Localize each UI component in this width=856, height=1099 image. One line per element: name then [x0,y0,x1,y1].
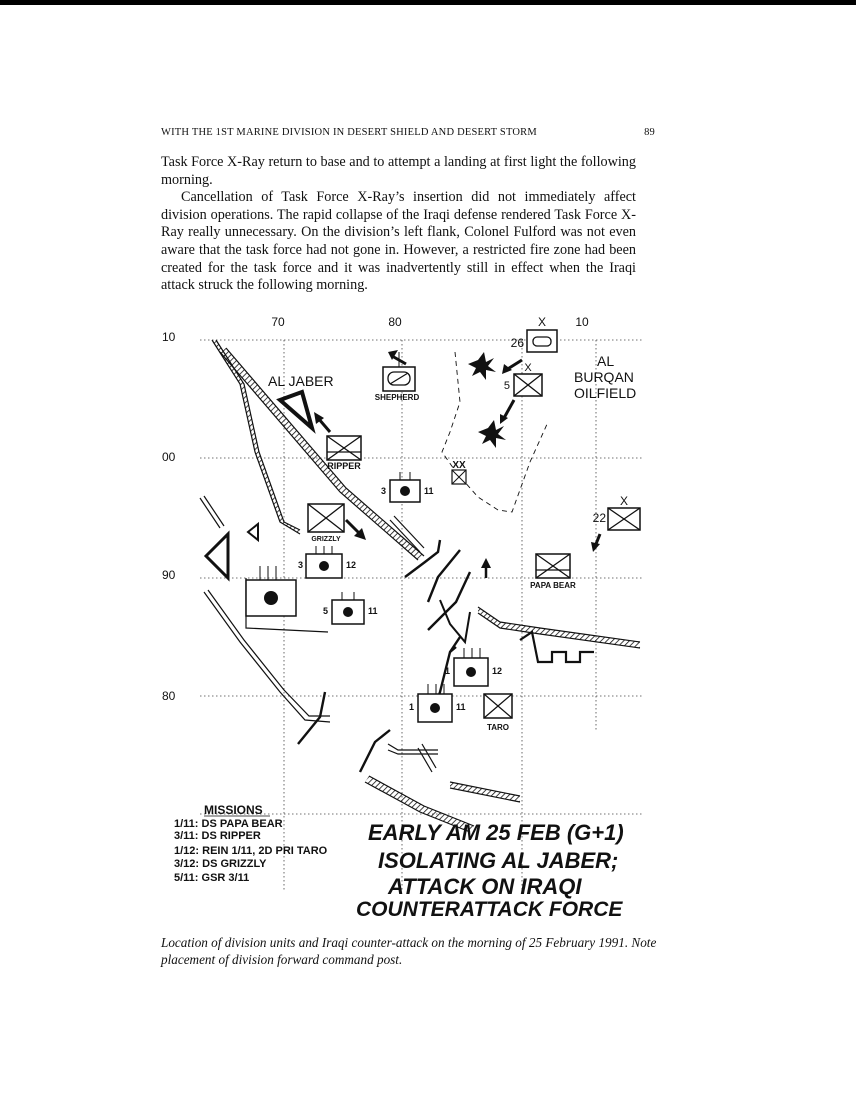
running-title: WITH THE 1ST MARINE DIVISION IN DESERT S… [161,127,537,138]
label-shepherd: SHEPHERD [375,393,420,402]
arrowhead-grizzly [354,528,366,540]
fort-triangle-3 [246,521,259,543]
artillery-5-11: 5 11 [323,592,378,625]
grid-label-70: 70 [271,315,285,329]
art-a1-right: 11 [424,486,434,496]
mission-1: 1/11: DS PAPA BEAR [174,818,283,830]
art-a1-left: 3 [381,486,386,496]
map-title-line-4: COUNTERATTACK FORCE [356,898,623,921]
art-a5-left: 1 [409,702,414,712]
grid-label-00: 00 [162,450,176,464]
running-head: WITH THE 1ST MARINE DIVISION IN DESERT S… [161,127,655,138]
echelon-xx: XX [452,460,466,471]
obstacle-lines [297,539,472,773]
label-grizzly: GRIZZLY [311,536,341,543]
missions-legend: MISSIONS 1/11: DS PAPA BEAR 3/11: DS RIP… [174,803,328,884]
unit-taro: TARO [483,693,513,732]
unit-shepherd: SHEPHERD [375,352,420,402]
unit-ripper: RIPPER [326,435,362,471]
figure-caption: Location of division units and Iraqi cou… [161,935,657,967]
command-post-26: X 26 [511,315,558,353]
arrowhead-unit5-b [500,414,508,424]
top-rule [0,0,856,5]
arrowhead-unit22 [591,542,600,552]
label-taro: TARO [487,723,509,732]
arrow-shepherd [391,354,407,366]
artillery-1-12: 1 12 [445,648,502,687]
missions-title: MISSIONS [204,803,263,817]
map-title-line-2: ISOLATING AL JABER; [378,848,618,873]
artillery-1-11: 1 11 [409,684,466,723]
label-ripper: RIPPER [327,461,361,471]
explosion-icon-1 [468,352,496,380]
mission-4: 3/12: DS GRIZZLY [174,858,267,870]
road-hatching [212,340,640,832]
paragraph-1: Task Force X-Ray return to base and to a… [161,154,636,188]
attack-line [439,599,471,645]
mission-3: 1/12: REIN 1/11, 2D PRI TARO [174,845,328,857]
grid-label-10-top: 10 [575,315,589,329]
unit-5: X 5 [504,362,543,397]
art-a3-right: 11 [368,606,378,616]
arrow-grizzly [344,518,362,536]
map-title-line-3: ATTACK ON IRAQI [387,874,582,899]
art-a2-right: 12 [346,560,356,570]
fort-triangle-1 [276,389,316,434]
defense-crenellation [519,630,594,664]
situation-map: 70 80 10 10 00 90 80 [162,315,642,921]
mission-5: 5/11: GSR 3/11 [174,872,249,884]
page-number: 89 [644,127,655,138]
division-hq: XX [451,460,467,485]
mission-2: 3/11: DS RIPPER [174,830,261,842]
label-oilfield: OILFIELD [574,385,636,401]
art-a2-left: 3 [298,560,303,570]
unit-grizzly: GRIZZLY [307,503,345,543]
echelon-x-2: X [524,362,532,374]
small-road [199,497,221,529]
explosion-icon-2 [478,420,506,448]
grid-label-10: 10 [162,330,176,344]
label-al-jaber: AL JABER [268,373,334,389]
small-road-2 [203,495,225,527]
map-title-line-1: EARLY AM 25 FEB (G+1) [368,820,624,845]
paragraph-2: Cancellation of Task Force X-Ray’s inser… [161,189,636,294]
arrowhead-north [481,558,491,568]
body-text: Task Force X-Ray return to base and to a… [161,154,636,295]
cmd-number: 26 [511,336,525,350]
grid-label-80-left: 80 [162,689,176,703]
unit-22: X 22 [593,494,641,531]
artillery-hq [245,566,297,617]
arrowhead-ripper [314,412,324,424]
artillery-3-12: 3 12 [298,546,356,579]
artillery-3-11: 3 11 [381,472,434,503]
grid-label-90: 90 [162,568,176,582]
map-title: EARLY AM 25 FEB (G+1) ISOLATING AL JABER… [356,820,624,921]
arrowhead-shepherd [388,350,398,360]
art-a3-left: 5 [323,606,328,616]
art-a4-left: 1 [445,666,450,676]
echelon-x-1: X [538,315,546,329]
arrowhead-unit5-a [502,364,512,374]
arrow-unit5-b [502,399,516,419]
fort-triangle-2 [203,530,230,582]
oilfield-boundary [441,351,549,513]
art-a4-right: 12 [492,666,502,676]
grid-label-80: 80 [388,315,402,329]
unit-5-number: 5 [504,380,510,392]
echelon-x-3: X [620,494,628,508]
arrow-unit22 [594,533,602,545]
label-papa-bear: PAPA BEAR [530,581,576,590]
label-al: AL [597,353,614,369]
unit-22-number: 22 [593,511,607,525]
label-burqan: BURQAN [574,369,634,385]
art-a5-right: 11 [456,702,466,712]
unit-papa-bear: PAPA BEAR [530,553,576,590]
